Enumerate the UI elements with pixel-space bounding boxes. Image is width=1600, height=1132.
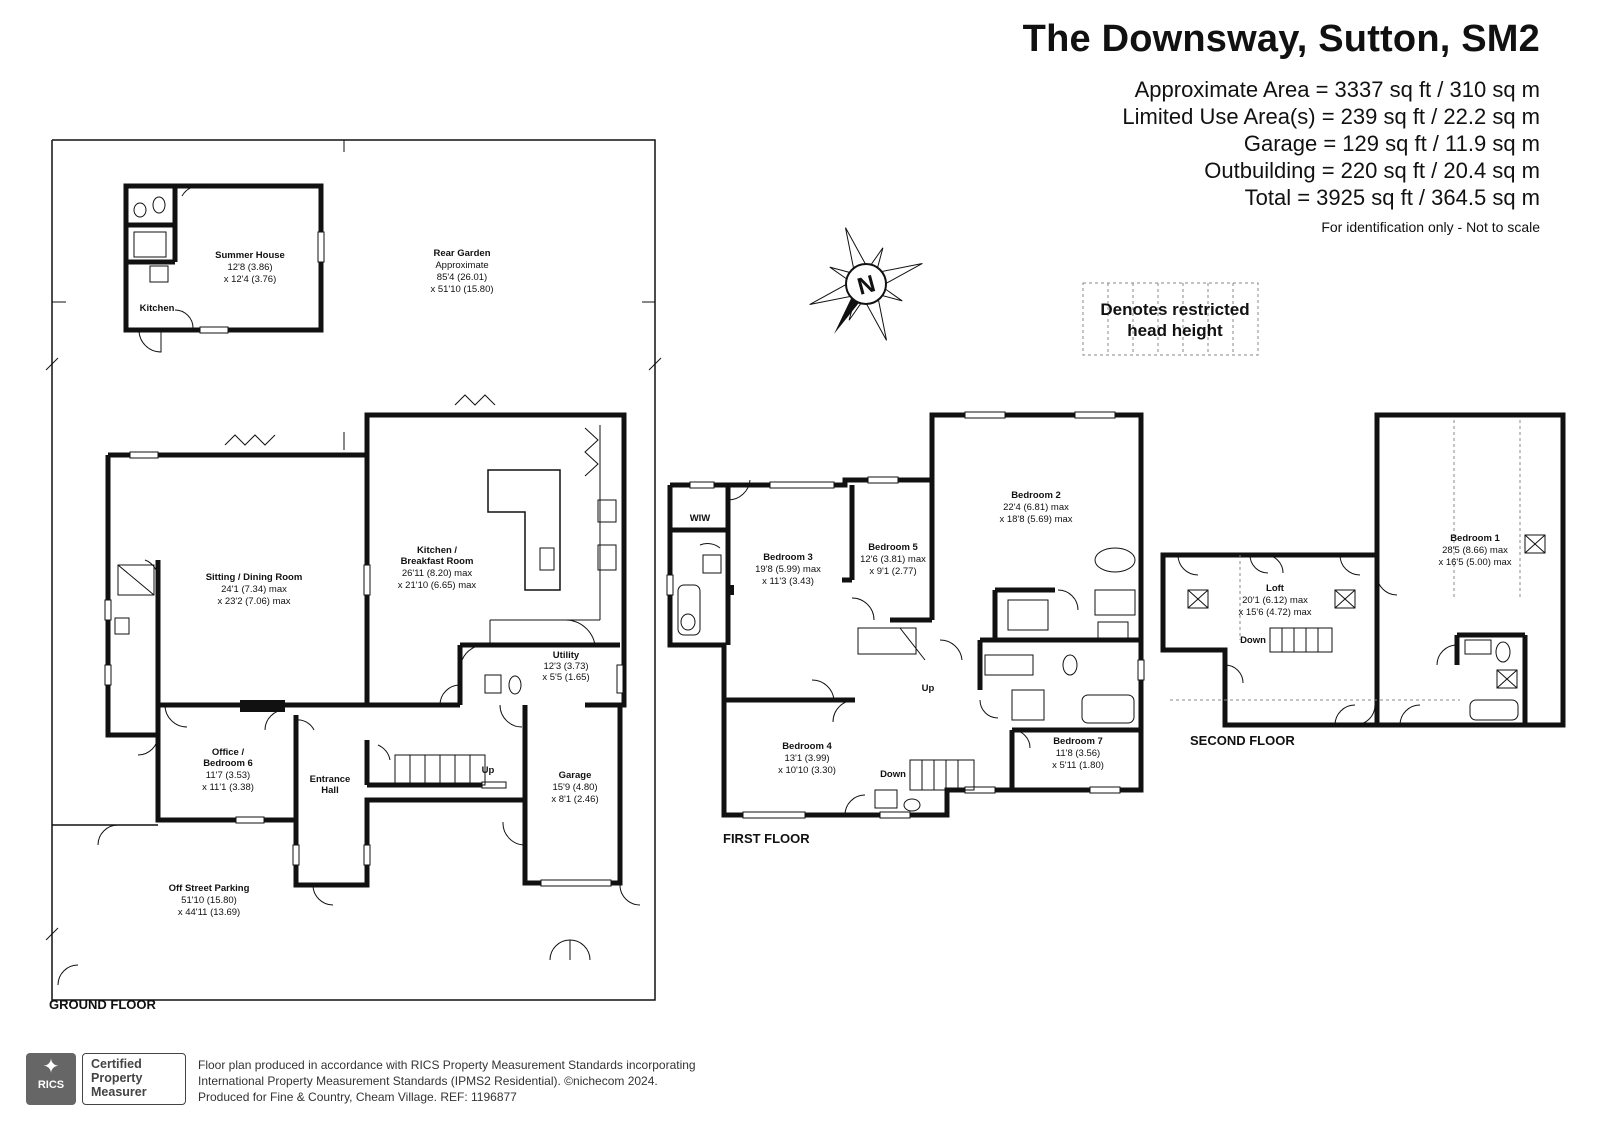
room-name-wiw: WIW <box>690 513 711 524</box>
room-dim-bed1-1: 28'5 (8.66) max <box>1442 545 1508 556</box>
room-name-loft: Loft <box>1266 583 1285 594</box>
room-dim-garage-2: x 8'1 (2.46) <box>551 794 598 805</box>
footer-line-2: International Property Measurement Stand… <box>198 1074 658 1088</box>
room-dim-bed2-2: x 18'8 (5.69) max <box>999 514 1072 525</box>
floor-label-second: SECOND FLOOR <box>1190 733 1295 748</box>
room-name-bed3: Bedroom 3 <box>763 552 813 563</box>
room-name-kitchen-1: Kitchen / <box>417 545 457 556</box>
certified-measurer-box: Certified Property Measurer <box>82 1053 186 1105</box>
footer-line-1: Floor plan produced in accordance with R… <box>198 1058 696 1072</box>
stairs-down-second: Down <box>1240 635 1266 646</box>
second-floor-plan <box>1160 412 1566 728</box>
room-dim-bed1-2: x 16'5 (5.00) max <box>1438 557 1511 568</box>
room-name-bed1: Bedroom 1 <box>1450 533 1500 544</box>
area-outbuilding: Outbuilding = 220 sq ft / 20.4 sq m <box>1204 158 1540 183</box>
room-dim-parking-2: x 44'11 (13.69) <box>178 907 240 918</box>
room-dim-loft-2: x 15'6 (4.72) max <box>1238 607 1311 618</box>
second-floor-bed1-walls <box>1374 412 1566 728</box>
footer-line-3: Produced for Fine & Country, Cheam Villa… <box>198 1090 517 1104</box>
room-dim-garage-1: 15'9 (4.80) <box>552 782 597 793</box>
room-name-bed4: Bedroom 4 <box>782 741 832 752</box>
rics-logo-text: RICS <box>37 1079 65 1091</box>
room-name-sitting: Sitting / Dining Room <box>206 572 303 583</box>
room-name-summer-house: Summer House <box>215 250 285 261</box>
room-dim-summer-house-2: x 12'4 (3.76) <box>224 274 277 285</box>
room-dim-summer-house-1: 12'8 (3.86) <box>227 262 272 273</box>
room-dim-rear-garden-2: x 51'10 (15.80) <box>430 284 493 295</box>
kitchen-island <box>487 469 561 591</box>
room-name-parking: Off Street Parking <box>169 883 250 894</box>
room-name-utility: Utility <box>553 650 580 661</box>
room-name-kitchen-2: Breakfast Room <box>401 556 474 567</box>
room-name-entrance-1: Entrance <box>310 774 351 785</box>
room-dim-rear-garden-0: Approximate <box>435 260 488 271</box>
room-name-entrance-2: Hall <box>321 785 338 796</box>
room-name-rear-garden: Rear Garden <box>433 248 490 259</box>
area-summary: Approximate Area = 3337 sq ft / 310 sq m… <box>1122 76 1540 211</box>
plot-boundary <box>51 139 656 1001</box>
area-approximate: Approximate Area = 3337 sq ft / 310 sq m <box>1134 77 1540 102</box>
room-dim-bed4-2: x 10'10 (3.30) <box>778 765 836 776</box>
first-stairs <box>857 627 975 791</box>
room-dim-utility-1: 12'3 (3.73) <box>543 661 588 672</box>
room-name-garage: Garage <box>559 770 592 781</box>
room-name-bed2: Bedroom 2 <box>1011 490 1061 501</box>
rics-logo: ✦ RICS <box>26 1053 76 1105</box>
badge-line-1: Certified <box>91 1057 142 1071</box>
room-dim-office-1: 11'7 (3.53) <box>206 770 250 781</box>
room-name-office-2: Bedroom 6 <box>203 758 253 769</box>
room-dim-bed4-1: 13'1 (3.99) <box>784 753 829 764</box>
floor-label-ground: GROUND FLOOR <box>49 997 156 1012</box>
ground-stairs <box>394 754 486 786</box>
area-limited-use: Limited Use Area(s) = 239 sq ft / 22.2 s… <box>1122 104 1540 129</box>
compass-north-label: N <box>855 270 879 301</box>
room-dim-kitchen-1: 26'11 (8.20) max <box>402 568 473 579</box>
room-dim-office-2: x 11'1 (3.38) <box>202 782 254 793</box>
footer-notes: Floor plan produced in accordance with R… <box>198 1057 696 1105</box>
room-dim-sitting-2: x 23'2 (7.06) max <box>217 596 290 607</box>
room-name-office-1: Office / <box>212 747 245 758</box>
room-dim-bed3-2: x 11'3 (3.43) <box>762 576 814 587</box>
legend-line-1: Denotes restricted <box>1100 300 1250 319</box>
room-dim-parking-1: 51'10 (15.80) <box>181 895 237 906</box>
room-dim-rear-garden-1: 85'4 (26.01) <box>437 272 487 283</box>
badge-line-3: Measurer <box>91 1085 147 1099</box>
area-garage: Garage = 129 sq ft / 11.9 sq m <box>1243 131 1540 156</box>
room-dim-sitting-1: 24'1 (7.34) max <box>221 584 287 595</box>
ground-floor-plan <box>45 139 662 1001</box>
page-title: The Downsway, Sutton, SM2 <box>1022 18 1540 60</box>
rics-certified-badge: ✦ RICS Certified Property Measurer <box>26 1053 186 1105</box>
area-total: Total = 3925 sq ft / 364.5 sq m <box>1244 185 1540 210</box>
first-floor-walls <box>667 412 1144 818</box>
restricted-height-legend <box>1082 282 1259 356</box>
room-dim-utility-2: x 5'5 (1.65) <box>542 672 589 683</box>
stairs-down-first: Down <box>880 769 906 780</box>
second-stairs <box>1269 627 1333 653</box>
first-floor-plan <box>666 411 1145 819</box>
room-dim-kitchen-2: x 21'10 (6.65) max <box>398 580 477 591</box>
room-dim-bed5-1: 12'6 (3.81) max <box>860 554 926 565</box>
room-dim-bed3-1: 19'8 (5.99) max <box>755 564 821 575</box>
room-name-bed5: Bedroom 5 <box>868 542 918 553</box>
room-dim-bed2-1: 22'4 (6.81) max <box>1003 502 1069 513</box>
disclaimer: For identification only - Not to scale <box>1321 219 1540 235</box>
legend-line-2: head height <box>1127 321 1223 340</box>
room-dim-loft-1: 20'1 (6.12) max <box>1242 595 1308 606</box>
room-name-summer-kitchen: Kitchen <box>140 303 175 314</box>
room-dim-bed7-1: 11'8 (3.56) <box>1056 748 1100 759</box>
room-dim-bed7-2: x 5'11 (1.80) <box>1052 760 1104 771</box>
room-name-bed7: Bedroom 7 <box>1053 736 1103 747</box>
room-dim-bed5-2: x 9'1 (2.77) <box>869 566 916 577</box>
rics-seal-icon: ✦ <box>42 1056 60 1078</box>
badge-line-2: Property <box>91 1071 143 1085</box>
compass-icon: N <box>809 227 923 341</box>
restricted-height-legend-text: Denotes restricted head height <box>1090 299 1260 341</box>
certified-measurer-text: Certified Property Measurer <box>91 1057 147 1099</box>
stairs-up-first: Up <box>922 683 935 694</box>
floor-label-first: FIRST FLOOR <box>723 831 810 846</box>
stairs-up-ground: Up <box>482 765 495 776</box>
